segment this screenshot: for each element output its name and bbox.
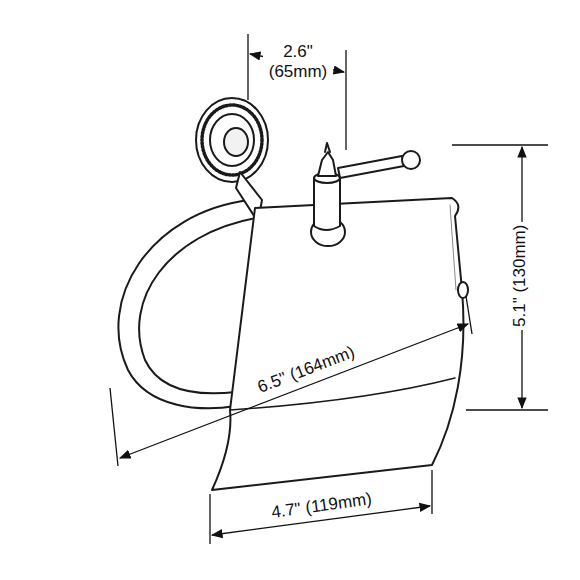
dimension-lines — [110, 34, 548, 544]
dimension-label: 2.6" (65mm) — [263, 42, 333, 81]
dimension-label: 5.1" (130mm) — [510, 222, 530, 330]
hinge-post — [314, 143, 340, 230]
cover-plate — [212, 198, 463, 490]
roll-bar — [338, 151, 420, 178]
dimension-label: 4.7" (119mm) — [268, 489, 377, 523]
side-knob — [458, 282, 468, 298]
wall-flange — [196, 98, 268, 182]
